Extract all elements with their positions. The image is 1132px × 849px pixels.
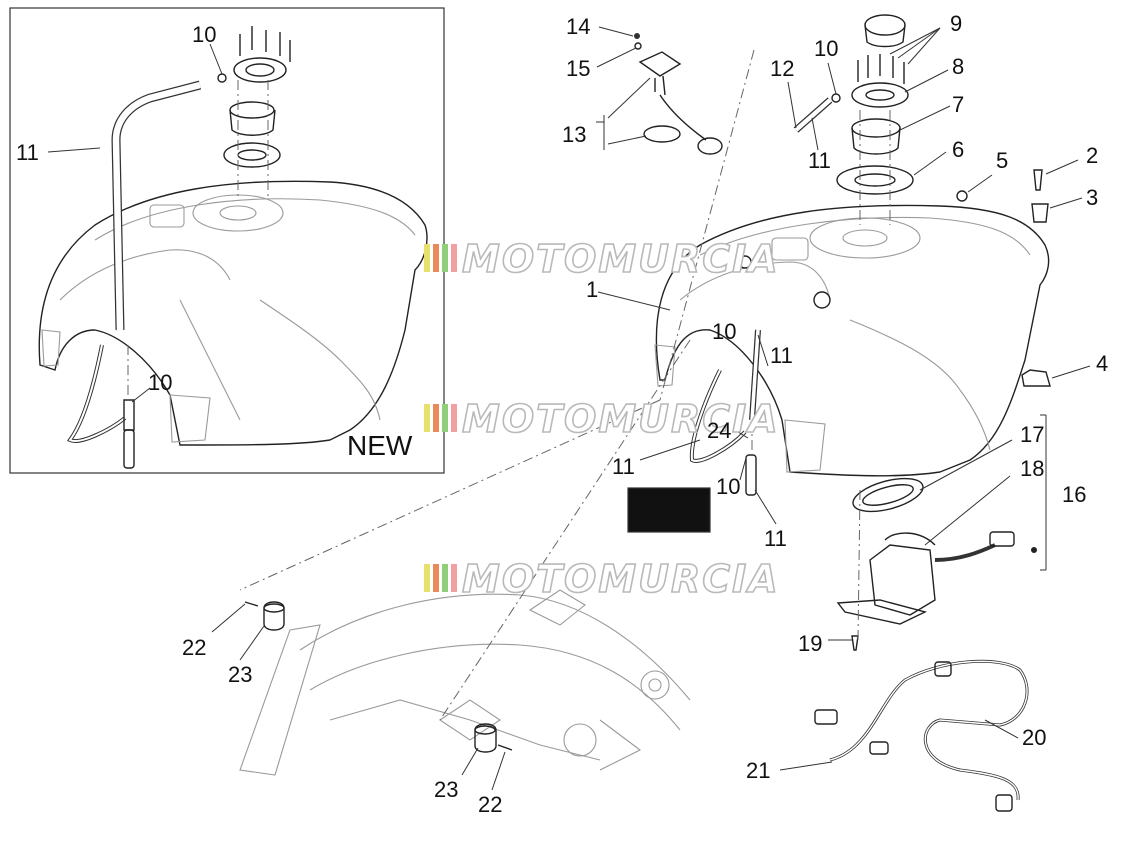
small-hardware (956, 169, 1051, 387)
callout-11c: 11 (612, 454, 635, 479)
watermark-text-3: MOTOMURCIA (462, 557, 780, 601)
wiring-harness (814, 659, 1029, 812)
callout-12: 12 (770, 56, 794, 81)
callout-new-11: 11 (16, 140, 39, 165)
callout-15: 15 (566, 56, 590, 81)
callout-5: 5 (996, 148, 1008, 173)
filler-flange-stack (793, 14, 914, 225)
callout-22b: 22 (478, 792, 502, 817)
callout-24: 24 (707, 418, 731, 443)
callout-22: 22 (182, 635, 206, 660)
callout-14: 14 (566, 14, 590, 39)
fuel-pump-assembly (836, 414, 1047, 651)
callout-18: 18 (1020, 456, 1044, 481)
fuel-level-sender (634, 33, 723, 155)
watermark-text-2: MOTOMURCIA (462, 397, 780, 441)
callout-4: 4 (1096, 351, 1108, 376)
assembly-guide-lines (239, 49, 861, 721)
frame-section (239, 589, 691, 776)
callout-7: 7 (952, 92, 964, 117)
watermark-text-1: MOTOMURCIA (462, 237, 780, 281)
watermark: MOTOMURCIA MOTOMURCIA MOTOMURCIA (424, 236, 780, 602)
callout-10: 10 (814, 36, 838, 61)
callout-leaders (47, 26, 1091, 791)
callout-numbers: 14 15 13 12 10 11 9 8 7 6 5 2 3 1 4 10 1… (16, 11, 1108, 817)
callout-new-10: 10 (192, 22, 216, 47)
callout-21: 21 (746, 758, 770, 783)
callout-23b: 23 (434, 777, 458, 802)
callout-11b: 11 (770, 343, 793, 368)
new-label: NEW (347, 430, 413, 461)
callout-23: 23 (228, 662, 252, 687)
callout-9: 9 (950, 11, 962, 36)
callout-8: 8 (952, 54, 964, 79)
callout-20: 20 (1022, 725, 1046, 750)
callout-2: 2 (1086, 143, 1098, 168)
callout-19: 19 (798, 631, 822, 656)
callout-17: 17 (1020, 422, 1044, 447)
callout-6: 6 (952, 137, 964, 162)
callout-10c: 10 (716, 474, 740, 499)
new-version-inset: NEW (9, 7, 445, 474)
callout-16: 16 (1062, 482, 1086, 507)
old-label: OLD (638, 494, 696, 525)
drain-hose-old: OLD (627, 329, 761, 533)
callout-10b: 10 (712, 319, 736, 344)
callout-13: 13 (562, 122, 586, 147)
callout-new-10b: 10 (148, 370, 172, 395)
callout-1: 1 (586, 277, 598, 302)
callout-11d: 11 (764, 526, 787, 551)
callout-11: 11 (808, 148, 831, 173)
callout-3: 3 (1086, 185, 1098, 210)
